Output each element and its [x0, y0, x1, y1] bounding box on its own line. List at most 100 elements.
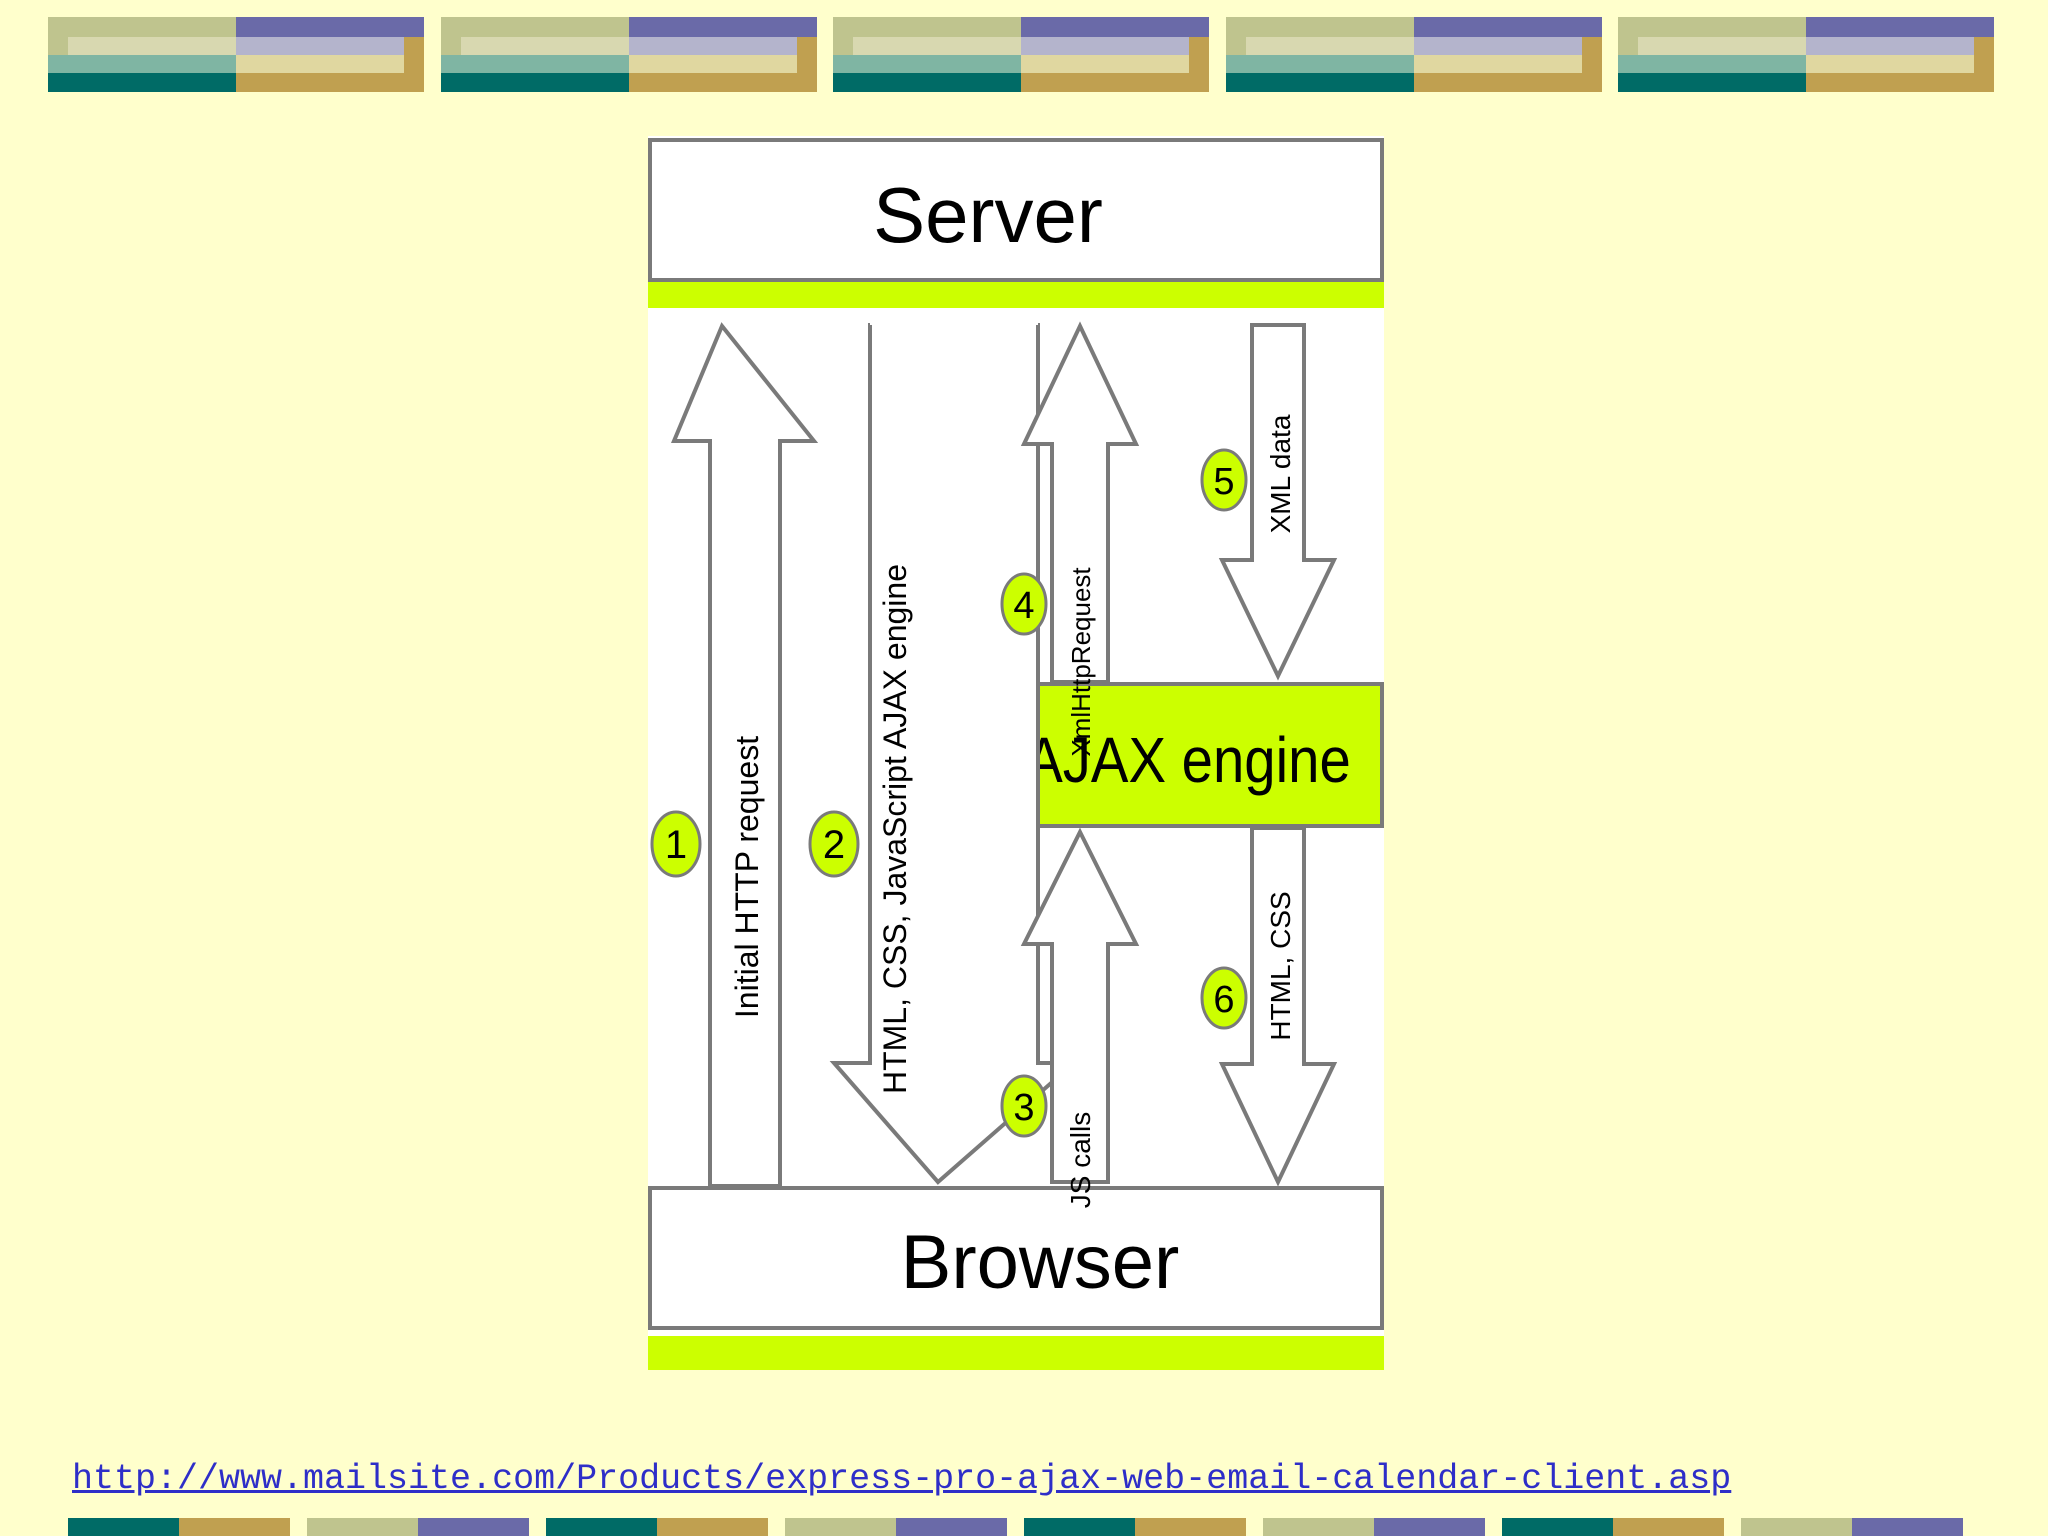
arrow-3-label: JS calls — [1065, 1112, 1096, 1208]
step-4-number: 4 — [1013, 585, 1034, 627]
bottom-banner-tile — [307, 1518, 529, 1536]
banner-stripe — [833, 55, 1021, 73]
banner-stripe — [236, 55, 404, 73]
banner-stripe — [1806, 17, 1994, 37]
step-6-number: 6 — [1213, 979, 1234, 1021]
bottom-banner-tile — [785, 1518, 1007, 1536]
banner-stripe — [1021, 55, 1189, 73]
banner-stripe — [1226, 55, 1414, 73]
bottom-banner-tile — [1741, 1518, 1963, 1536]
server-box — [648, 138, 1384, 282]
arrow-4-xmlhttprequest — [1020, 321, 1140, 684]
banner-stripe — [629, 73, 817, 92]
step-1-number: 1 — [665, 823, 687, 867]
banner-stripe — [1806, 37, 1974, 55]
diagram-canvas: Server Browser AJAX engine Initial HTTP … — [648, 138, 1384, 1370]
banner-stripe — [1246, 37, 1414, 55]
banner-stripe — [404, 37, 424, 73]
bottom-banner-tile — [1263, 1518, 1485, 1536]
banner-stripe — [1618, 73, 1806, 92]
banner-stripe — [68, 1518, 179, 1536]
banner-stripe — [1021, 73, 1209, 92]
step-2-number: 2 — [823, 823, 845, 867]
banner-stripe — [853, 37, 1021, 55]
banner-stripe — [48, 55, 236, 73]
bottom-banner-tile — [68, 1518, 290, 1536]
top-banner-tile — [48, 17, 424, 92]
banner-stripe — [546, 1518, 657, 1536]
banner-stripe — [629, 17, 817, 37]
banner-stripe — [1502, 1518, 1613, 1536]
banner-stripe — [236, 37, 404, 55]
banner-stripe — [441, 17, 629, 37]
step-5-badge: 5 — [1200, 448, 1248, 512]
banner-stripe — [1806, 55, 1974, 73]
arrow-6-html-css — [1218, 826, 1338, 1187]
browser-lime-band — [648, 1336, 1384, 1370]
banner-stripe — [1021, 37, 1189, 55]
banner-stripe — [833, 73, 1021, 92]
banner-stripe — [1414, 17, 1602, 37]
ajax-engine-box — [988, 682, 1384, 828]
arrow-1-label: Initial HTTP request — [729, 736, 765, 1018]
step-3-badge: 3 — [1000, 1074, 1048, 1138]
banner-stripe — [629, 37, 797, 55]
banner-stripe — [236, 17, 424, 37]
banner-stripe — [1638, 37, 1806, 55]
banner-stripe — [307, 1518, 418, 1536]
top-banner-tile — [441, 17, 817, 92]
banner-stripe — [1226, 73, 1414, 92]
banner-stripe — [1582, 37, 1602, 73]
banner-stripe — [418, 1518, 529, 1536]
step-4-badge: 4 — [1000, 572, 1048, 636]
banner-stripe — [629, 55, 797, 73]
banner-stripe — [1135, 1518, 1246, 1536]
banner-stripe — [1741, 1518, 1852, 1536]
top-banner-tile — [1226, 17, 1602, 92]
banner-stripe — [1806, 73, 1994, 92]
banner-stripe — [1974, 37, 1994, 73]
browser-box — [648, 1186, 1384, 1330]
banner-stripe — [1852, 1518, 1963, 1536]
ajax-architecture-diagram: Server Browser AJAX engine Initial HTTP … — [648, 136, 1384, 1370]
banner-stripe — [68, 37, 236, 55]
banner-stripe — [785, 1518, 896, 1536]
step-2-badge: 2 — [808, 810, 860, 878]
banner-stripe — [441, 55, 629, 73]
banner-stripe — [1189, 37, 1209, 73]
step-6-badge: 6 — [1200, 966, 1248, 1030]
step-5-number: 5 — [1213, 461, 1234, 503]
banner-stripe — [896, 1518, 1007, 1536]
step-3-number: 3 — [1013, 1087, 1034, 1129]
banner-stripe — [1263, 1518, 1374, 1536]
banner-stripe — [236, 73, 424, 92]
bottom-banner-tile — [1024, 1518, 1246, 1536]
banner-stripe — [179, 1518, 290, 1536]
banner-stripe — [1618, 17, 1806, 37]
banner-stripe — [797, 37, 817, 73]
banner-stripe — [1024, 1518, 1135, 1536]
banner-stripe — [48, 73, 236, 92]
browser-label: Browser — [901, 1220, 1180, 1305]
arrow-4-label: XmlHttpRequest — [1066, 567, 1096, 757]
step-1-badge: 1 — [650, 810, 702, 878]
arrow-2-label: HTML, CSS, JavaScript AJAX engine — [877, 564, 913, 1094]
banner-stripe — [1226, 17, 1414, 37]
top-banner-tile — [833, 17, 1209, 92]
server-label: Server — [873, 171, 1103, 259]
ajax-engine-label: AJAX engine — [1025, 724, 1351, 796]
banner-stripe — [657, 1518, 768, 1536]
arrow-6-label: HTML, CSS — [1265, 891, 1296, 1040]
source-url-link[interactable]: http://www.mailsite.com/Products/express… — [72, 1459, 1732, 1499]
banner-stripe — [1021, 17, 1209, 37]
banner-stripe — [1414, 55, 1582, 73]
arrow-2-top-cover — [870, 321, 1038, 327]
banner-stripe — [441, 73, 629, 92]
arrow-5-xml-data — [1218, 323, 1338, 681]
banner-stripe — [48, 17, 236, 37]
banner-stripe — [833, 17, 1021, 37]
banner-stripe — [1374, 1518, 1485, 1536]
banner-stripe — [1618, 55, 1806, 73]
banner-stripe — [1414, 37, 1582, 55]
bottom-banner-tile — [1502, 1518, 1724, 1536]
